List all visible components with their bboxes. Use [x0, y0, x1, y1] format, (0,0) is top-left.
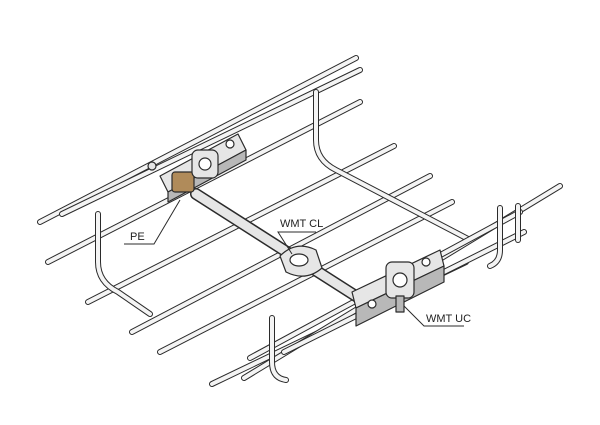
longitudinal-wires-left	[37, 55, 469, 387]
cross-wires-u	[95, 89, 473, 317]
side-wall-wires-top	[59, 67, 363, 217]
pe-clamp	[147, 133, 247, 203]
label-wmt-cl: WMT CL	[280, 218, 323, 230]
wmt-cl-clamp	[279, 245, 323, 277]
label-pe: PE	[130, 231, 145, 243]
tray-section-left	[37, 55, 473, 387]
label-wmt-uc: WMT UC	[426, 313, 471, 325]
connecting-bar	[190, 188, 368, 306]
callout-pe: PE	[124, 199, 181, 245]
wmt-uc-clamp	[351, 249, 445, 327]
callout-wmt-cl: WMT CL	[277, 218, 323, 255]
callout-wmt-uc: WMT UC	[403, 305, 471, 327]
